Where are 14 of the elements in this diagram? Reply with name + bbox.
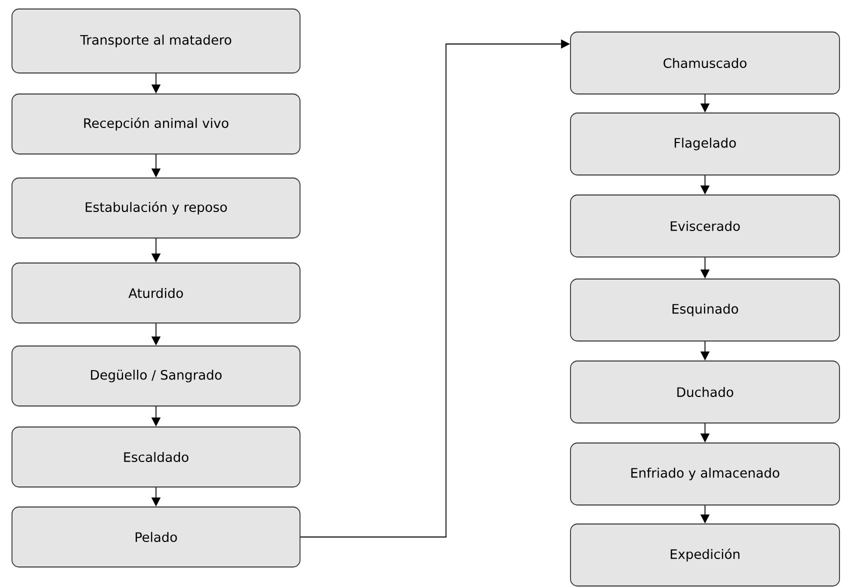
process-box: Enfriado y almacenado — [570, 442, 840, 506]
process-box: Eviscerado — [570, 194, 840, 258]
process-box: Degüello / Sangrado — [12, 346, 300, 406]
process-box: Pelado — [12, 506, 300, 568]
process-box: Aturdido — [12, 262, 300, 324]
process-box: Estabulación y reposo — [12, 178, 300, 238]
process-box: Flagelado — [570, 112, 840, 176]
process-box: Recepción animal vivo — [12, 94, 300, 154]
process-box: Chamuscado — [570, 32, 840, 94]
process-box: Expedición — [570, 524, 840, 586]
process-box: Transporte al matadero — [12, 8, 300, 74]
process-box: Duchado — [570, 360, 840, 424]
process-box: Escaldado — [12, 426, 300, 488]
process-box: Esquinado — [570, 278, 840, 342]
